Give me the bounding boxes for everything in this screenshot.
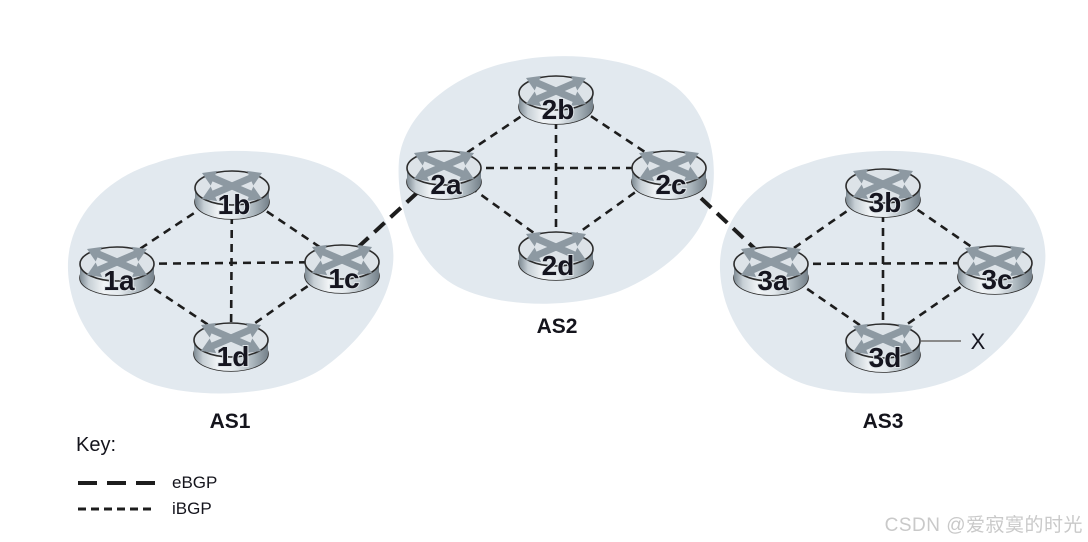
watermark: CSDN @爱寂寞的时光: [884, 515, 1083, 536]
legend-label-ebgp: eBGP: [172, 473, 218, 492]
router-x-arrows-icon: [312, 244, 372, 276]
router-x-arrows-icon: [526, 231, 586, 263]
router-2a: 2a: [406, 150, 482, 201]
router-3d: 3d: [845, 323, 921, 374]
router-x-arrows-icon: [201, 322, 261, 354]
router-label: 1d: [217, 341, 250, 372]
legend-entry-ibgp: iBGP: [76, 496, 217, 522]
router-x-arrows-icon: [965, 245, 1025, 277]
legend: Key: eBGP iBGP: [76, 434, 217, 522]
router-label: 2c: [655, 169, 686, 200]
legend-entry-ebgp: eBGP: [76, 470, 217, 496]
router-x-arrows-icon: [87, 246, 147, 278]
router-x-arrows-icon: [414, 150, 474, 182]
router-label: 3b: [869, 187, 902, 218]
legend-title: Key:: [76, 434, 117, 456]
as-label-as2: AS2: [537, 315, 578, 338]
router-label: 1a: [103, 265, 135, 296]
router-1c: 1c: [304, 244, 380, 295]
router-3b: 3b: [845, 168, 921, 219]
router-label: 1b: [218, 189, 251, 220]
legend-label-ibgp: iBGP: [172, 499, 212, 518]
router-2b: 2b: [518, 75, 594, 126]
router-x-arrows-icon: [853, 168, 913, 200]
router-2c: 2c: [631, 150, 707, 201]
destination-x-label: X: [971, 329, 986, 354]
router-x-arrows-icon: [853, 323, 913, 355]
router-label: 2b: [542, 94, 575, 125]
router-x-arrows-icon: [741, 246, 801, 278]
router-1a: 1a: [79, 246, 155, 297]
router-3a: 3a: [733, 246, 809, 297]
as-label-as3: AS3: [863, 410, 904, 433]
router-label: 1c: [328, 263, 359, 294]
router-label: 2d: [542, 250, 575, 281]
as-label-as1: AS1: [210, 410, 251, 433]
ibgp-dash-sample-icon: [78, 507, 154, 511]
router-label: 3a: [757, 265, 789, 296]
router-2d: 2d: [518, 231, 594, 282]
router-label: 3d: [869, 342, 902, 373]
router-1b: 1b: [194, 170, 270, 221]
router-x-arrows-icon: [639, 150, 699, 182]
router-label: 3c: [981, 264, 1012, 295]
router-x-arrows-icon: [202, 170, 262, 202]
router-3c: 3c: [957, 245, 1033, 296]
router-1d: 1d: [193, 322, 269, 373]
ebgp-dash-sample-icon: [78, 481, 158, 485]
router-label: 2a: [430, 169, 462, 200]
router-x-arrows-icon: [526, 75, 586, 107]
ibgp-link-1b-1d: [229, 187, 234, 341]
